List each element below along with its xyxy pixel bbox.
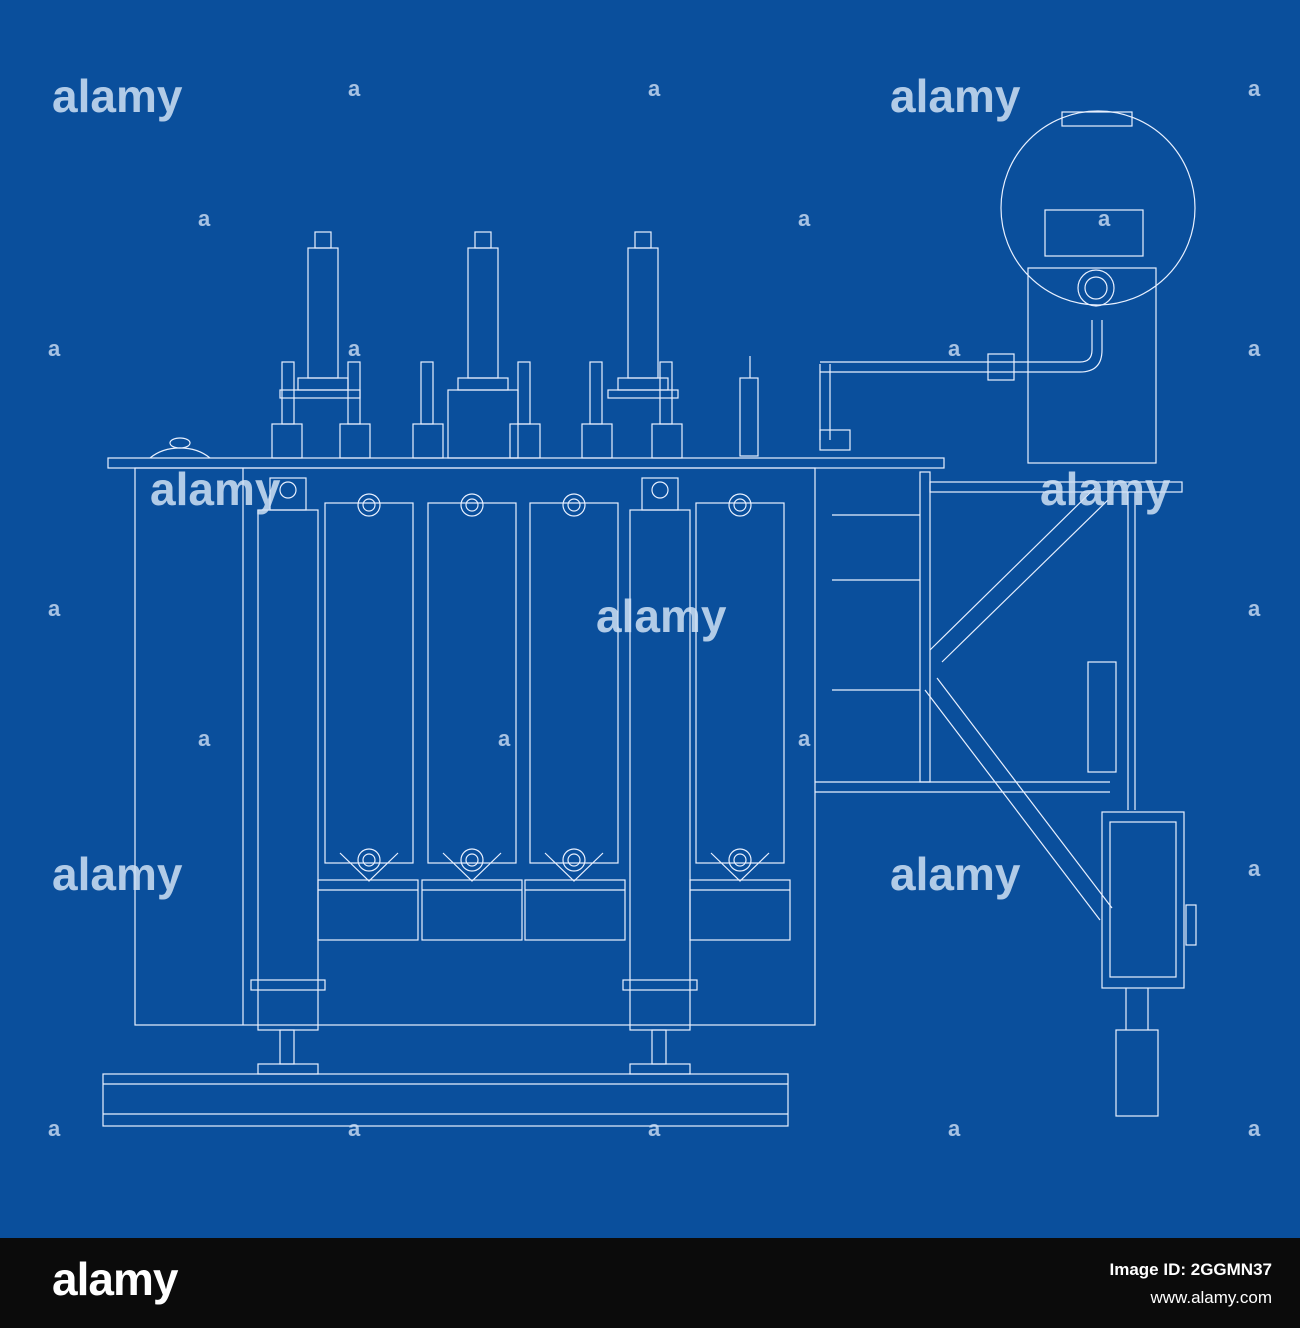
watermark-text: alamy <box>52 70 183 122</box>
radiator-fins <box>317 493 791 941</box>
watermark-mark: a <box>348 336 361 361</box>
transformer-blueprint: alamy alamy alamy alamy alamy alamy alam… <box>0 0 1300 1238</box>
watermark-layer: alamy alamy alamy alamy alamy alamy alam… <box>52 70 1171 900</box>
watermark-mark-layer: a a a a a a a a a a a a a a a a a a a a a <box>48 76 1261 1141</box>
watermark-mark: a <box>1248 76 1261 101</box>
conservator-tank <box>1000 110 1196 464</box>
image-id-label: Image ID: 2GGMN37 <box>1109 1260 1273 1279</box>
watermark-mark: a <box>198 726 211 751</box>
footer-brand-logo[interactable]: alamy <box>52 1253 178 1305</box>
watermark-mark: a <box>648 76 661 101</box>
watermark-mark: a <box>1248 336 1261 361</box>
footer-bar: alamy Image ID: 2GGMN37 www.alamy.com <box>0 1238 1300 1328</box>
watermark-mark: a <box>48 1116 61 1141</box>
watermark-mark: a <box>348 1116 361 1141</box>
watermark-text: alamy <box>890 848 1021 900</box>
watermark-text: alamy <box>150 463 281 515</box>
oil-pipe <box>819 320 1103 451</box>
control-cabinet <box>1101 811 1197 1117</box>
transformer-drawing <box>102 110 1197 1127</box>
blueprint-background <box>0 0 1300 1238</box>
watermark-mark: a <box>348 76 361 101</box>
watermark-mark: a <box>498 726 511 751</box>
watermark-mark: a <box>798 726 811 751</box>
watermark-mark: a <box>1248 856 1261 881</box>
site-url-link[interactable]: www.alamy.com <box>1150 1288 1272 1307</box>
watermark-mark: a <box>798 206 811 231</box>
watermark-mark: a <box>198 206 211 231</box>
watermark-text: alamy <box>596 590 727 642</box>
watermark-mark: a <box>1248 1116 1261 1141</box>
watermark-mark: a <box>648 1116 661 1141</box>
cooling-columns <box>250 477 698 1031</box>
watermark-mark: a <box>1248 596 1261 621</box>
watermark-mark: a <box>948 336 961 361</box>
watermark-mark: a <box>48 596 61 621</box>
watermark-mark: a <box>948 1116 961 1141</box>
side-frame <box>815 471 1183 921</box>
watermark-text: alamy <box>52 848 183 900</box>
watermark-mark: a <box>48 336 61 361</box>
watermark-text: alamy <box>1040 463 1171 515</box>
watermark-text: alamy <box>890 70 1021 122</box>
lv-bushings <box>271 356 759 459</box>
watermark-mark: a <box>1098 206 1111 231</box>
